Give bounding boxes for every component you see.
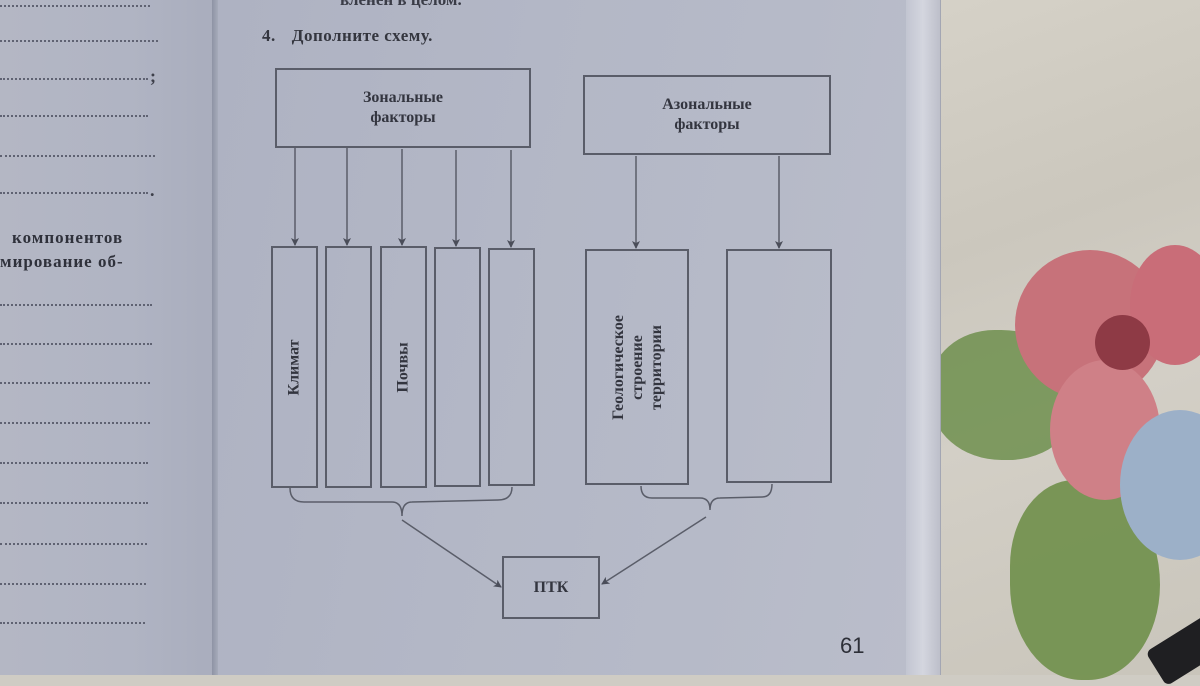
answer-line: [0, 5, 150, 7]
left-page-text: мирование об-: [0, 252, 124, 271]
cut-off-text: вленен в целом.: [340, 0, 462, 10]
rule-end-mark: .: [150, 180, 155, 200]
answer-line: [0, 155, 155, 157]
right-page: [218, 0, 918, 675]
zonal-factor-box-climate: Климат: [271, 246, 318, 488]
azonal-factors-label: Азональные факторы: [662, 96, 752, 133]
page-number: 61: [840, 633, 865, 658]
ptk-result-box: ПТК: [502, 556, 600, 619]
answer-line: [0, 382, 150, 384]
page-edge: [906, 0, 941, 675]
left-page: ; . компонентов мирование об-: [0, 0, 216, 675]
left-page-text: компонентов: [12, 228, 124, 247]
answer-line: [0, 40, 158, 42]
azonal-factors-box: Азональные факторы: [583, 75, 831, 155]
tablecloth-background: [900, 0, 1200, 680]
azonal-factor-label: Геологическое строение территории: [609, 314, 665, 420]
task-instruction: Дополните схему.: [291, 26, 433, 45]
answer-line: [0, 115, 148, 117]
azonal-factor-box-empty[interactable]: [726, 249, 832, 483]
zonal-factor-box-empty[interactable]: [434, 247, 481, 487]
answer-line: [0, 304, 152, 306]
zonal-factor-label: Климат: [286, 338, 303, 396]
azonal-factor-box-geology: Геологическое строение территории: [585, 249, 689, 485]
answer-line: [0, 622, 145, 624]
flower-center: [1095, 315, 1150, 370]
zonal-factor-box-empty[interactable]: [325, 246, 372, 488]
zonal-factors-label: Зональные факторы: [362, 89, 444, 126]
answer-line: [0, 192, 148, 194]
task-number: 4.: [262, 26, 276, 45]
zonal-factors-box: Зональные факторы: [275, 68, 531, 148]
answer-line: [0, 343, 152, 345]
answer-line: [0, 462, 148, 464]
zonal-factor-box-empty[interactable]: [488, 248, 535, 486]
answer-line: [0, 583, 146, 585]
answer-line: [0, 543, 147, 545]
answer-line: [0, 78, 148, 80]
answer-line: [0, 422, 150, 424]
zonal-factor-label: Почвы: [395, 341, 412, 393]
zonal-factor-box-soils: Почвы: [380, 246, 427, 488]
ptk-label: ПТК: [533, 578, 569, 596]
answer-line: [0, 502, 148, 504]
rule-end-mark: ;: [150, 66, 156, 86]
task-heading: 4. Дополните схему.: [262, 26, 433, 46]
book-spine: [212, 0, 218, 675]
